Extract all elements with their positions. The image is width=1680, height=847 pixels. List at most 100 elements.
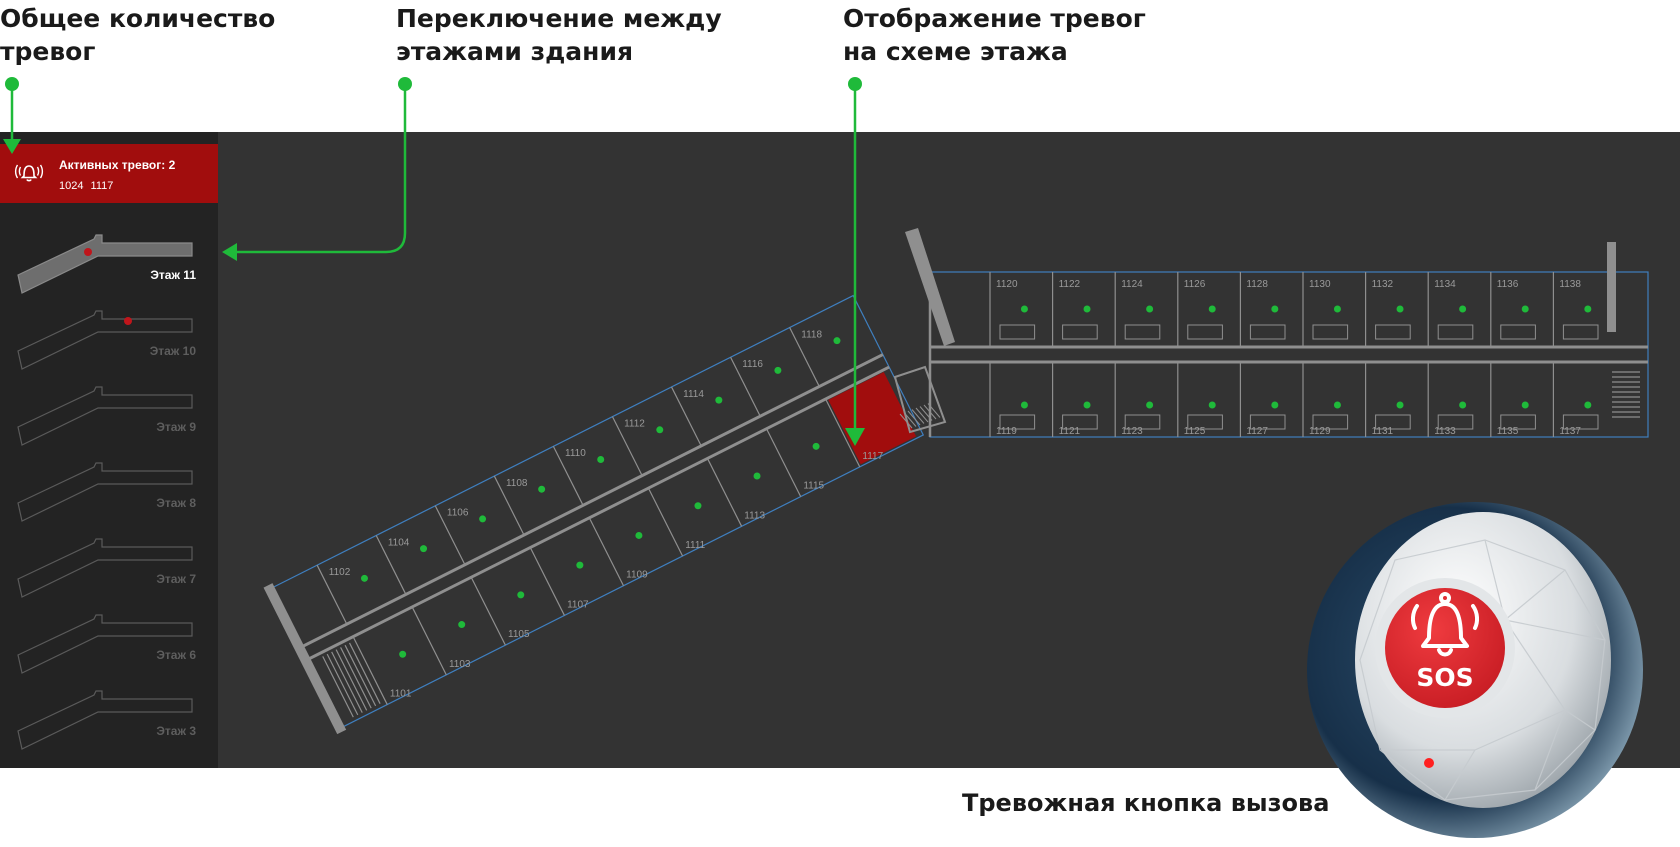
- room-number-label: 1138: [1559, 279, 1581, 290]
- room-number-label: 1134: [1434, 279, 1456, 290]
- floor-item[interactable]: Этаж 7: [0, 529, 218, 605]
- room-number-label: 1124: [1121, 279, 1143, 290]
- sensor-dot: [1208, 305, 1216, 313]
- floor-item[interactable]: Этаж 6: [0, 605, 218, 681]
- sensor-dot: [1208, 401, 1216, 409]
- floor-item[interactable]: Этаж 8: [0, 453, 218, 529]
- room-number-label: 1135: [1497, 426, 1519, 437]
- room-number-label: 1123: [1121, 426, 1143, 437]
- sensor-dot: [399, 650, 407, 658]
- floor-label: Этаж 10: [149, 344, 196, 358]
- floor-item[interactable]: Этаж 3: [0, 681, 218, 757]
- floor-label: Этаж 3: [156, 724, 196, 738]
- sensor-dot: [1271, 401, 1279, 409]
- room-number-label: 1105: [508, 629, 530, 640]
- sensor-dot: [774, 366, 782, 374]
- sensor-dot: [812, 442, 820, 450]
- sensor-dot: [360, 574, 368, 582]
- floor-plan: 1120 1122 1124 1126 1128 1130 1132 1134 1136 1138…: [263, 228, 1649, 735]
- room-number-label: 1109: [626, 570, 648, 581]
- floor-thumbnail: [17, 310, 193, 370]
- sensor-dot: [1584, 401, 1592, 409]
- floor-thumbnail: [17, 614, 193, 674]
- alarm-bell-icon: [14, 164, 44, 182]
- floor-item[interactable]: Этаж 10: [0, 301, 218, 377]
- callout-floor-switch: Переключение между этажами здания: [396, 4, 722, 66]
- sensor-dot: [656, 426, 664, 434]
- sensor-dot: [1333, 401, 1341, 409]
- room-number-label: 1129: [1309, 426, 1331, 437]
- room-number-label: 1126: [1184, 279, 1206, 290]
- room-number-label: 1103: [449, 659, 471, 670]
- active-alarms-count: Активных тревог: 2: [59, 158, 176, 172]
- room-number-label: 1111: [685, 540, 705, 551]
- connector-floor-map-alarms: [845, 77, 865, 446]
- sos-caption: Тревожная кнопка вызова: [962, 789, 1330, 817]
- connector-total-alarms: [3, 77, 21, 154]
- sensor-dot: [1396, 305, 1404, 313]
- callout-floor-map-alarms: Отображение тревог на схеме этажа: [843, 4, 1146, 66]
- sensor-dot: [1584, 305, 1592, 313]
- room-number-label: 1136: [1497, 279, 1519, 290]
- sensor-dot: [1459, 401, 1467, 409]
- sensor-dot: [1396, 401, 1404, 409]
- sensor-dot: [538, 485, 546, 493]
- room-number-label: 1102: [329, 567, 351, 578]
- sensor-dot: [1271, 305, 1279, 313]
- room-number-label: 1117: [862, 451, 883, 462]
- room-number-label: 1128: [1246, 279, 1268, 290]
- room-number-label: 1130: [1309, 279, 1331, 290]
- sensor-dot: [1333, 305, 1341, 313]
- room-number-label: 1114: [683, 389, 704, 400]
- sensor-dot: [1146, 305, 1154, 313]
- sensor-dot: [458, 621, 466, 629]
- room-number-label: 1118: [801, 329, 822, 340]
- room-number-label: 1132: [1372, 279, 1394, 290]
- floor-thumbnail: [17, 538, 193, 598]
- sensor-dot: [1020, 401, 1028, 409]
- alarm-room-highlight[interactable]: [828, 371, 917, 465]
- floor-label: Этаж 9: [156, 420, 196, 434]
- room-number-label: 1119: [996, 426, 1017, 437]
- floor-thumbnail: [17, 234, 193, 294]
- active-alarm-rooms: 1024 1117: [59, 180, 114, 192]
- sensor-dot: [1521, 401, 1529, 409]
- floor-label: Этаж 7: [156, 572, 196, 586]
- sensor-dot: [1146, 401, 1154, 409]
- floor-thumbnail: [17, 690, 193, 750]
- sensor-dot: [715, 396, 723, 404]
- sos-bell-icon: [1410, 592, 1480, 657]
- room-number-label: 1137: [1559, 426, 1581, 437]
- sensor-dot: [1083, 401, 1091, 409]
- callout-total-alarms: Общее количество тревог: [0, 4, 276, 66]
- room-number-label: 1122: [1059, 279, 1081, 290]
- sensor-dot: [1020, 305, 1028, 313]
- room-number-label: 1108: [506, 478, 528, 489]
- sensor-dot: [833, 337, 841, 345]
- sensor-dot: [1521, 305, 1529, 313]
- room-number-label: 1101: [390, 688, 412, 699]
- sensor-dot: [1083, 305, 1091, 313]
- room-number-label: 1110: [565, 448, 586, 459]
- room-number-label: 1120: [996, 279, 1018, 290]
- sos-button-label: SOS: [1416, 663, 1473, 692]
- sos-panic-button-photo: SOS: [1307, 502, 1643, 838]
- room-number-label: 1116: [742, 359, 763, 370]
- floor-thumbnail: [17, 462, 193, 522]
- floor-item[interactable]: Этаж 9: [0, 377, 218, 453]
- floor-item[interactable]: Этаж 11: [0, 225, 218, 301]
- floor-label: Этаж 8: [156, 496, 196, 510]
- sensor-dot: [597, 456, 605, 464]
- floor-label: Этаж 11: [150, 268, 196, 282]
- room-number-label: 1133: [1434, 426, 1456, 437]
- sensor-dot: [479, 515, 487, 523]
- active-alarms-banner[interactable]: Активных тревог: 2 1024 1117: [0, 144, 218, 203]
- sensor-dot: [420, 545, 428, 553]
- room-number-label: 1107: [567, 599, 589, 610]
- sensor-dot: [1459, 305, 1467, 313]
- room-number-label: 1115: [803, 481, 824, 492]
- room-number-label: 1106: [447, 508, 469, 519]
- room-number-label: 1131: [1372, 426, 1394, 437]
- room-number-label: 1104: [388, 537, 410, 548]
